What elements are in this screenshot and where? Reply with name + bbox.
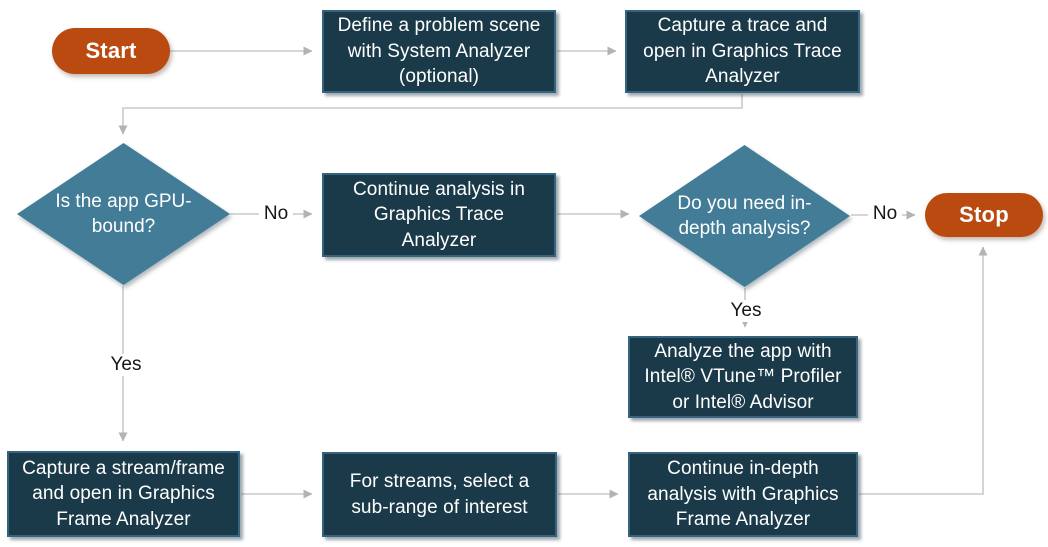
edge-label-need-depth-no: No — [867, 203, 903, 225]
node-start-label: Start — [85, 38, 137, 63]
node-need-depth-shape: Do you need in- depth analysis? — [639, 145, 850, 287]
connector-continue-gfa-to-stop — [859, 246, 988, 495]
node-continue-gta: Continue analysis in Graphics Trace Anal… — [322, 173, 556, 257]
edge-label-need-depth-yes: Yes — [725, 300, 767, 322]
node-start: Start — [52, 28, 170, 74]
node-label-line: Define a problem scene — [337, 15, 541, 37]
node-label-line: depth analysis? — [678, 218, 811, 239]
node-label-line: Frame Analyzer — [56, 508, 191, 530]
edge-label-gpu-bound-yes: Yes — [105, 354, 147, 376]
node-label-line: and open in Graphics — [32, 483, 215, 505]
node-gpu-bound: Is the app GPU- bound? — [17, 143, 230, 285]
node-label-line: Frame Analyzer — [675, 509, 811, 531]
node-label-line: Continue analysis in — [352, 178, 526, 200]
node-label-line: bound? — [91, 216, 156, 237]
edge-label-gpu-bound-no: No — [258, 203, 294, 225]
node-label-line: Capture a trace and — [657, 15, 828, 37]
node-capture-stream: Capture a stream/frame and open in Graph… — [7, 451, 240, 537]
node-label-line: Graphics Trace — [373, 204, 505, 226]
node-label-line: or Intel® Advisor — [672, 391, 814, 413]
node-analyze-vtune: Analyze the app with Intel® VTune™ Profi… — [628, 336, 858, 418]
node-stop: Stop — [925, 193, 1043, 237]
node-label-line: with System Analyzer — [347, 40, 531, 62]
node-continue-gfa: Continue in-depth analysis with Graphics… — [628, 452, 858, 537]
node-label-line: Is the app GPU- — [55, 190, 192, 212]
node-need-depth: Do you need in- depth analysis? — [639, 145, 850, 287]
node-label-line: open in Graphics Trace — [643, 40, 842, 62]
node-define-scene: Define a problem scene with System Analy… — [322, 10, 556, 93]
node-label-line: Do you need in- — [677, 192, 812, 214]
node-label-line: sub-range of interest — [351, 496, 528, 518]
node-label-line: Capture a stream/frame — [22, 457, 225, 479]
node-label-line: Intel® VTune™ Profiler — [644, 366, 842, 388]
connector-capture-trace-to-gpu-bound — [118, 94, 743, 135]
node-label-line: analysis with Graphics — [647, 483, 839, 505]
node-label-line: Analyzer — [705, 66, 780, 88]
node-label-line: Analyzer — [401, 229, 477, 251]
node-gpu-bound-shape: Is the app GPU- bound? — [17, 143, 230, 285]
node-label-line: For streams, select a — [349, 471, 530, 492]
node-label-line: Continue in-depth — [667, 458, 819, 480]
node-label-line: Analyze the app with — [654, 340, 832, 362]
node-select-subrange: For streams, select a sub-range of inter… — [322, 452, 557, 537]
node-capture-trace: Capture a trace and open in Graphics Tra… — [625, 10, 860, 93]
node-label-line: (optional) — [398, 66, 480, 88]
node-stop-label: Stop — [959, 202, 1009, 227]
